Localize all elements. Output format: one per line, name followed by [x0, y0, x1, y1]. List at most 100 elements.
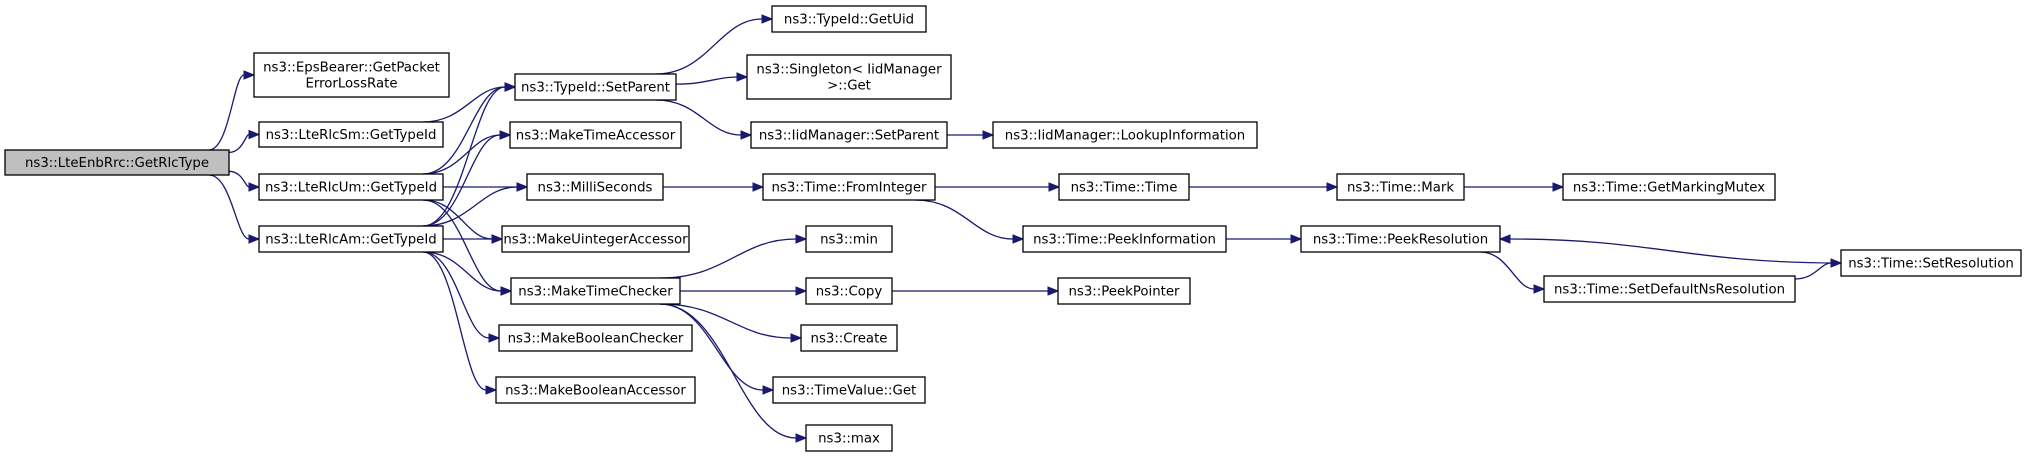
- edge-line: [659, 238, 797, 279]
- node-iidsp[interactable]: ns3::IidManager::SetParent: [750, 121, 948, 149]
- node-box: [1057, 277, 1191, 305]
- edge-line: [422, 199, 493, 240]
- edge-line: [675, 76, 738, 85]
- node-tvget[interactable]: ns3::TimeValue::Get: [772, 376, 926, 404]
- node-label: ns3::LteRlcSm::GetTypeId: [266, 128, 437, 143]
- node-label: ns3::min: [820, 233, 878, 248]
- edge-ms-to-fromint: [662, 182, 765, 192]
- node-label: ns3::TypeId::SetParent: [521, 81, 670, 96]
- node-box: [805, 225, 893, 253]
- edge-root-to-rlcsm: [228, 129, 261, 154]
- edge-rlcam-to-setparent: [422, 82, 517, 227]
- node-singleton[interactable]: ns3::Singleton< IidManager>::Get: [746, 54, 952, 100]
- edge-line: [422, 134, 501, 175]
- node-label: ns3::TypeId::GetUid: [784, 13, 914, 28]
- edge-line: [422, 134, 501, 227]
- edge-rlcam-to-mta: [422, 130, 512, 227]
- node-create[interactable]: ns3::Create: [800, 324, 898, 352]
- edge-line: [422, 186, 518, 227]
- node-mtc[interactable]: ns3::MakeTimeChecker: [510, 277, 681, 305]
- node-label: ns3::Time::GetMarkingMutex: [1573, 181, 1765, 196]
- node-label: ns3::max: [818, 432, 880, 447]
- edge-time-to-mark: [1189, 182, 1339, 192]
- edge-fromint-to-time: [934, 182, 1061, 192]
- node-label: ns3::PeekPointer: [1068, 285, 1180, 300]
- node-label: ns3::LteRlcAm::GetTypeId: [265, 233, 436, 248]
- node-mbc[interactable]: ns3::MakeBooleanChecker: [498, 324, 693, 352]
- node-box: [805, 277, 893, 305]
- arrowhead-icon: [1552, 182, 1565, 192]
- node-min[interactable]: ns3::min: [805, 225, 893, 253]
- arrowhead-icon: [1290, 234, 1303, 244]
- node-mua[interactable]: ns3::MakeUintegerAccessor: [501, 225, 690, 253]
- arrowhead-icon: [736, 72, 749, 82]
- arrowhead-icon: [795, 433, 808, 443]
- node-box: [509, 121, 682, 149]
- node-ms[interactable]: ns3::MilliSeconds: [526, 173, 664, 201]
- node-setdefres[interactable]: ns3::Time::SetDefaultNsResolution: [1543, 275, 1796, 303]
- node-copy[interactable]: ns3::Copy: [805, 277, 893, 305]
- node-rlcum[interactable]: ns3::LteRlcUm::GetTypeId: [258, 173, 444, 201]
- call-edges: [208, 14, 1843, 443]
- arrowhead-icon: [485, 385, 498, 395]
- node-mark[interactable]: ns3::Time::Mark: [1336, 173, 1465, 201]
- arrowhead-icon: [1048, 182, 1061, 192]
- node-label: ns3::MilliSeconds: [538, 181, 653, 196]
- arrowhead-icon: [500, 286, 513, 296]
- node-label: ns3::EpsBearer::GetPacket: [263, 61, 440, 76]
- node-label: ns3::Create: [811, 332, 888, 347]
- node-root[interactable]: ns3::LteEnbRrc::GetRlcType: [4, 149, 230, 176]
- edge-mtc-to-copy: [679, 286, 808, 296]
- edge-mtc-to-create: [659, 303, 803, 343]
- edge-line: [422, 199, 502, 292]
- node-label: ns3::LteEnbRrc::GetRlcType: [25, 156, 209, 171]
- node-peekptr[interactable]: ns3::PeekPointer: [1057, 277, 1191, 305]
- node-box: [1336, 173, 1465, 201]
- edge-root-to-rlcam: [208, 174, 261, 244]
- node-rlcsm[interactable]: ns3::LteRlcSm::GetTypeId: [258, 121, 444, 148]
- arrowhead-icon: [982, 130, 995, 140]
- node-time[interactable]: ns3::Time::Time: [1058, 173, 1190, 201]
- node-peekinfo[interactable]: ns3::Time::PeekInformation: [1022, 225, 1227, 253]
- node-label: ns3::Time::Mark: [1347, 181, 1454, 196]
- call-graph-nodes: ns3::LteEnbRrc::GetRlcType ns3::EpsBearer…: [4, 5, 2022, 452]
- arrowhead-icon: [504, 82, 517, 92]
- node-box: [514, 73, 677, 101]
- arrowhead-icon: [488, 333, 501, 343]
- edge-rlcam-to-ms: [422, 182, 529, 227]
- edge-line: [208, 74, 245, 151]
- edge-mtc-to-max: [659, 303, 808, 443]
- node-setparent[interactable]: ns3::TypeId::SetParent: [514, 73, 677, 101]
- arrowhead-icon: [516, 182, 529, 192]
- node-label: ErrorLossRate: [305, 77, 397, 92]
- node-box: [1022, 225, 1227, 253]
- edge-iidsp-to-iidlookup: [947, 130, 995, 140]
- node-mba[interactable]: ns3::MakeBooleanAccessor: [495, 376, 696, 404]
- node-fromint[interactable]: ns3::Time::FromInteger: [762, 173, 936, 201]
- arrowhead-icon: [248, 129, 261, 140]
- node-label: ns3::IidManager::LookupInformation: [1005, 129, 1245, 144]
- node-getmutex[interactable]: ns3::Time::GetMarkingMutex: [1562, 173, 1776, 201]
- node-box: [746, 54, 952, 100]
- node-mta[interactable]: ns3::MakeTimeAccessor: [509, 121, 682, 149]
- node-rlcam[interactable]: ns3::LteRlcAm::GetTypeId: [258, 225, 444, 253]
- node-setres[interactable]: ns3::Time::SetResolution: [1840, 249, 2022, 277]
- node-label: ns3::MakeBooleanAccessor: [505, 384, 686, 399]
- node-peekres[interactable]: ns3::Time::PeekResolution: [1300, 225, 1501, 253]
- edge-mark-to-getmutex: [1463, 182, 1565, 192]
- node-box: [1058, 173, 1190, 201]
- node-box: [501, 225, 690, 253]
- node-box: [4, 149, 230, 176]
- node-iidlookup[interactable]: ns3::IidManager::LookupInformation: [992, 121, 1258, 149]
- arrowhead-icon: [243, 70, 256, 80]
- node-box: [258, 173, 444, 201]
- edge-mtc-to-min: [659, 234, 808, 279]
- arrowhead-icon: [761, 14, 774, 24]
- edge-line: [422, 86, 506, 123]
- node-max[interactable]: ns3::max: [805, 424, 893, 452]
- edge-rlcam-to-mbc: [422, 251, 501, 343]
- node-getuid[interactable]: ns3::TypeId::GetUid: [771, 5, 927, 33]
- arrowhead-icon: [1012, 234, 1025, 244]
